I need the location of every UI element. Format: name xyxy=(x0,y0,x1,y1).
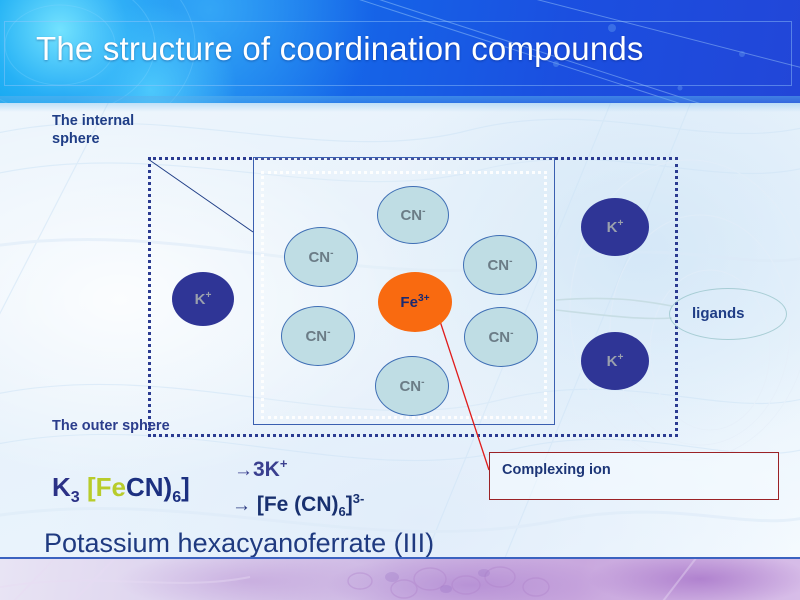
ligand-cn-top[interactable]: CN- xyxy=(377,186,449,244)
title-frame xyxy=(4,21,792,86)
ligands-callout-oval xyxy=(669,288,787,340)
ion-k-left-label: K+ xyxy=(194,290,212,308)
ligand-cn-bottom[interactable]: CN- xyxy=(375,356,449,416)
outer-sphere-boundary xyxy=(148,157,678,437)
inner-sphere-dotted-boundary xyxy=(261,171,547,419)
label-ligands: ligands xyxy=(692,305,745,322)
ligand-cn-upper-right-label: CN- xyxy=(487,256,513,274)
banner-streak-decoration xyxy=(0,0,800,103)
ligand-cn-upper-left[interactable]: CN- xyxy=(284,227,358,287)
formula-complex-close: ] xyxy=(345,493,353,516)
ligand-cn-upper-left-label: CN- xyxy=(308,248,334,266)
central-ion-fe-label: Fe3+ xyxy=(400,293,430,311)
formula-cn-navy: CN)6] xyxy=(125,472,190,507)
ion-k-left[interactable]: K+ xyxy=(172,272,234,326)
ion-k-top-right-label: K+ xyxy=(606,218,624,236)
ion-k-bottom-right[interactable]: K+ xyxy=(581,332,649,390)
ion-k-bottom-right-label: K+ xyxy=(606,352,624,370)
title-banner xyxy=(0,0,800,103)
label-internal-sphere: The internal sphere xyxy=(52,113,135,148)
formula-k3: K3 xyxy=(52,472,80,507)
ligand-cn-lower-left[interactable]: CN- xyxy=(281,306,355,366)
page-title: The structure of coordination compounds xyxy=(36,30,644,67)
bottom-band-texture xyxy=(0,559,697,600)
ligand-cn-top-label: CN- xyxy=(400,206,426,224)
complexing-ion-box xyxy=(489,452,779,500)
arrow-icon-1: → xyxy=(234,460,253,481)
formula-product-complex: → [Fe (CN)6]3- xyxy=(232,491,364,519)
formula-3k: 3K xyxy=(253,458,280,481)
ligand-cn-lower-left-label: CN- xyxy=(305,327,331,345)
formula-complex-open: [Fe (CN) xyxy=(256,493,339,516)
formula-complex-charge: 3- xyxy=(352,491,365,506)
compound-name: Potassium hexacyanoferrate (III) xyxy=(44,528,435,558)
formula-fe-green: [Fe xyxy=(86,472,126,502)
ligand-cn-lower-right-label: CN- xyxy=(488,328,514,346)
ligand-cn-lower-right[interactable]: CN- xyxy=(464,307,538,367)
bottom-divider xyxy=(0,557,800,559)
arrow-icon-2: → xyxy=(232,495,251,516)
banner-fade xyxy=(0,96,800,112)
ligand-cn-bottom-label: CN- xyxy=(399,377,425,395)
formula-reactant: K3 [FeCN)6] xyxy=(52,472,190,507)
ligand-cn-upper-right[interactable]: CN- xyxy=(463,235,537,295)
label-complexing-ion: Complexing ion xyxy=(502,462,611,478)
formula-product-potassium: →3K+ xyxy=(234,456,287,482)
formula-3k-charge: + xyxy=(279,456,288,471)
ion-k-top-right[interactable]: K+ xyxy=(581,198,649,256)
bottom-decorative-band xyxy=(0,559,800,600)
formula-complex-sub: 6 xyxy=(338,504,346,520)
label-outer-sphere: The outer sphere xyxy=(52,418,170,434)
central-ion-fe[interactable]: Fe3+ xyxy=(378,272,452,332)
